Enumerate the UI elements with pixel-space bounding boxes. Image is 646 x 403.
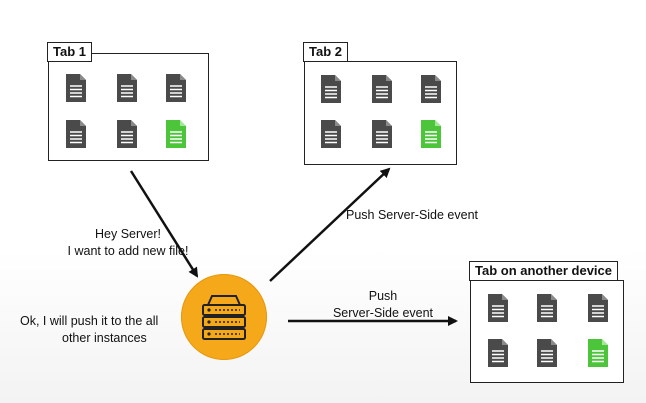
arrow-tab1-to-server	[129, 170, 199, 278]
new-document-icon	[421, 120, 441, 148]
document-icon	[372, 75, 392, 103]
server-rack-icon	[202, 295, 246, 340]
client-message-line2: I want to add new file!	[67, 244, 189, 258]
server-node	[181, 274, 267, 360]
document-icon	[588, 294, 608, 322]
tab1-panel	[48, 53, 209, 161]
document-icon	[488, 339, 508, 367]
document-icon	[117, 120, 137, 148]
document-icon	[166, 74, 186, 102]
push-event-label-upper: Push Server-Side event	[346, 208, 479, 222]
device-tab-label: Tab on another device	[469, 261, 619, 281]
tab1-label: Tab 1	[47, 42, 92, 62]
new-document-icon	[588, 339, 608, 367]
document-icon	[66, 120, 86, 148]
document-icon	[372, 120, 392, 148]
device-tab-panel	[470, 280, 624, 383]
push-event-line2: Server-Side event	[332, 306, 434, 320]
push-event-line1: Push	[368, 289, 398, 303]
document-icon	[537, 294, 557, 322]
client-message-line1: Hey Server!	[95, 227, 161, 241]
document-icon	[488, 294, 508, 322]
push-event-label-lower: Push Server-Side event	[318, 288, 448, 322]
server-message-line2: other instances	[62, 331, 147, 345]
tab2-label: Tab 2	[303, 42, 348, 62]
document-icon	[321, 75, 341, 103]
document-icon	[66, 74, 86, 102]
arrow-server-to-tab2	[269, 167, 391, 282]
new-document-icon	[166, 120, 186, 148]
document-icon	[421, 75, 441, 103]
client-message: Hey Server! I want to add new file!	[63, 226, 193, 260]
document-icon	[321, 120, 341, 148]
document-icon	[117, 74, 137, 102]
server-message: Ok, I will push it to the all other inst…	[20, 313, 180, 347]
server-message-line1: Ok, I will push it to the all	[20, 314, 159, 328]
tab2-panel	[304, 61, 457, 165]
document-icon	[537, 339, 557, 367]
